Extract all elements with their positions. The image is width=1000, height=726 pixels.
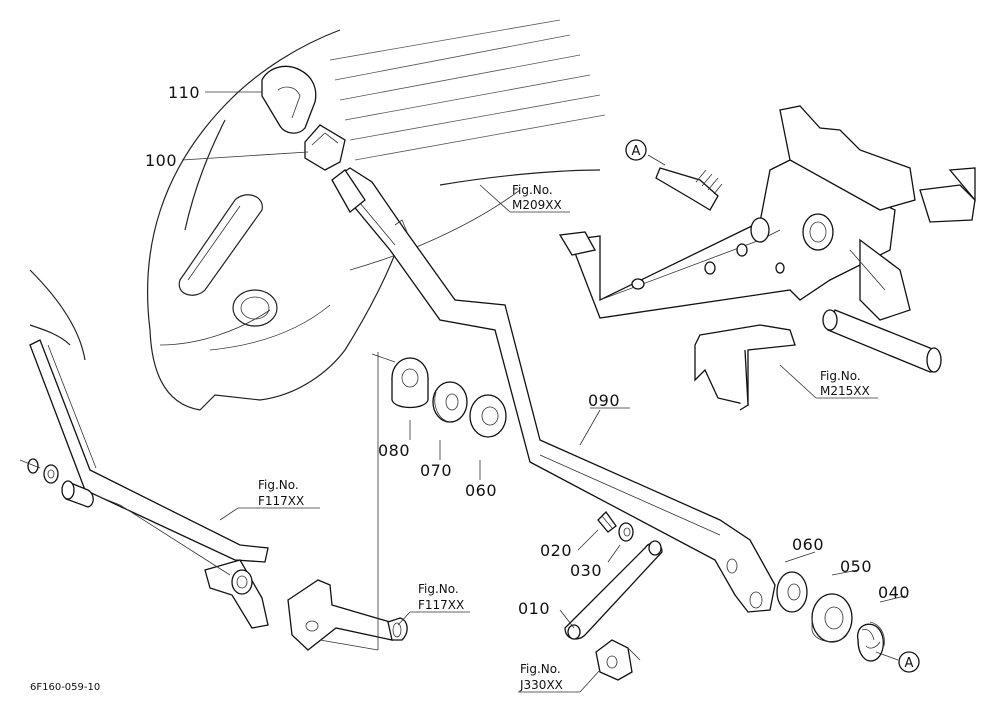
figref-f117-left-line1: Fig.No.	[258, 478, 299, 492]
left-bracket-assembly	[19, 339, 269, 629]
label-060-right: 060	[792, 535, 824, 554]
callout-a-bottom-letter: A	[905, 656, 914, 671]
washer-060-left	[469, 394, 507, 438]
figref-f117-left-line2: F117XX	[258, 494, 304, 508]
rod-010	[564, 540, 663, 640]
collar-050	[811, 593, 853, 643]
knob-110	[261, 65, 317, 134]
nut-080	[391, 357, 429, 409]
figref-f117-center-line2: F117XX	[418, 598, 464, 612]
figref-m209-line2: M209XX	[512, 198, 562, 212]
right-frame-assembly	[558, 105, 976, 411]
drawing-code: 6F160-059-10	[30, 682, 100, 693]
cover-100	[304, 124, 346, 171]
figref-f117-center-line1: Fig.No.	[418, 582, 459, 596]
clip-j330	[595, 639, 641, 681]
label-080: 080	[378, 441, 410, 460]
label-060-left: 060	[465, 481, 497, 500]
center-bracket	[287, 579, 408, 651]
label-030: 030	[570, 561, 602, 580]
spring-040	[857, 621, 885, 662]
washer-030	[618, 522, 634, 542]
label-090: 090	[588, 391, 620, 410]
washer-060-right	[776, 571, 808, 613]
sleeve	[331, 169, 366, 213]
figref-j330-line2: J330XX	[519, 678, 563, 692]
callout-a-top: A	[625, 139, 647, 161]
label-020: 020	[540, 541, 572, 560]
figref-m215-line2: M215XX	[820, 384, 870, 398]
figref-m215-line1: Fig.No.	[820, 369, 861, 383]
callout-a-top-letter: A	[632, 144, 641, 159]
label-050: 050	[840, 557, 872, 576]
label-070: 070	[420, 461, 452, 480]
figref-m209-line1: Fig.No.	[512, 183, 553, 197]
callout-a-bottom: A	[898, 651, 920, 673]
label-040: 040	[878, 583, 910, 602]
washer-070	[432, 381, 468, 423]
label-010: 010	[518, 599, 550, 618]
label-100: 100	[145, 151, 177, 170]
figref-j330-line1: Fig.No.	[520, 662, 561, 676]
label-110: 110	[168, 83, 200, 102]
leader-lines	[181, 91, 906, 693]
fender-housing	[29, 19, 606, 411]
pin-020	[597, 510, 617, 533]
